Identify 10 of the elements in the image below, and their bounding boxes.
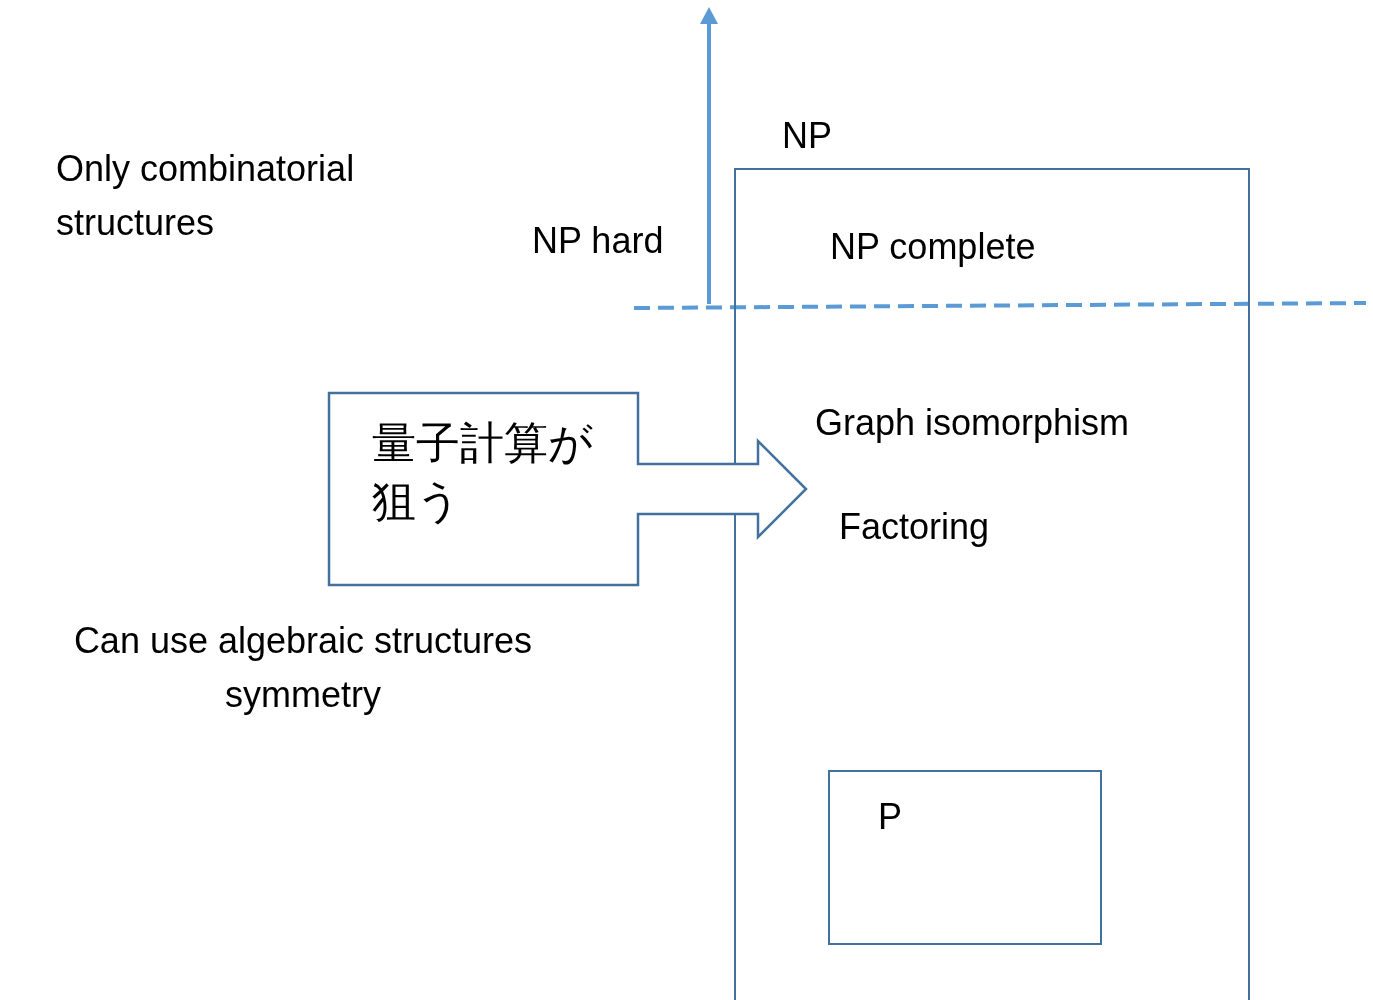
set-label: NP bbox=[782, 114, 832, 158]
problem-label: Factoring bbox=[839, 505, 991, 549]
callout-text: 量子計算が狙う bbox=[372, 416, 594, 528]
problem-label: Graph isomorphism bbox=[815, 401, 1131, 445]
class-label: NP hard bbox=[532, 219, 665, 263]
region-label: Can use algebraic structures symmetry bbox=[72, 619, 534, 717]
set-label: P bbox=[878, 795, 902, 839]
region-label: Only combinatorial structures bbox=[56, 147, 356, 245]
set-box bbox=[828, 770, 1102, 945]
class-label: NP complete bbox=[830, 225, 1037, 269]
